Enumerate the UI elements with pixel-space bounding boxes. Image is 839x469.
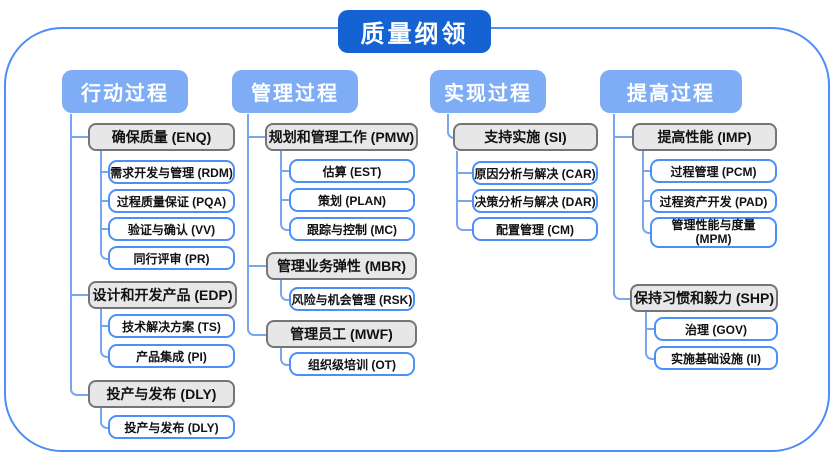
leaf-node-car: 原因分析与解决 (CAR) [472,161,598,185]
connector-line [70,294,88,296]
connector-line [280,170,289,172]
leaf-node-mpm: 管理性能与度量 (MPM) [650,217,777,248]
connector-line [645,312,656,360]
connector-line [280,348,291,366]
parent-node-mwf: 管理员工 (MWF) [266,320,417,348]
leaf-node-pi: 产品集成 (PI) [108,344,235,368]
connector-line [280,199,289,201]
connector-line [100,325,108,327]
leaf-node-ts: 技术解决方案 (TS) [108,314,235,338]
leaf-node-pcm: 过程管理 (PCM) [650,159,777,183]
parent-node-imp: 提高性能 (IMP) [632,123,777,151]
root-node-title: 质量纲领 [338,10,491,53]
connector-line [456,172,472,174]
column-header-improvement-process: 提高过程 [600,70,742,113]
connector-line [447,114,455,139]
column-header-action-process: 行动过程 [62,70,188,113]
parent-node-dly: 投产与发布 (DLY) [88,380,235,408]
leaf-node-rdm: 需求开发与管理 (RDM) [108,160,235,184]
connector-line [613,114,632,300]
leaf-node-vv: 验证与确认 (VV) [108,217,235,241]
connector-line [100,200,108,202]
connector-line [70,136,88,138]
connector-line [100,408,110,429]
leaf-node-pad: 过程资产开发 (PAD) [650,189,777,213]
connector-line [645,328,654,330]
connector-line [100,309,110,358]
connector-line [642,170,650,172]
leaf-node-gov: 治理 (GOV) [654,317,778,341]
leaf-node-pr: 同行评审 (PR) [108,246,235,270]
parent-node-shp: 保持习惯和毅力 (SHP) [630,284,778,312]
connector-line [100,151,110,260]
connector-line [247,265,266,267]
connector-line [247,136,266,138]
connector-line [70,114,90,396]
connector-line [613,136,632,138]
leaf-node-est: 估算 (EST) [289,159,415,183]
connector-line [456,151,474,231]
connector-line [247,114,268,336]
parent-node-si: 支持实施 (SI) [453,123,598,151]
connector-line [642,200,650,202]
connector-line [100,228,108,230]
parent-node-pmw: 规划和管理工作 (PMW) [265,123,418,151]
connector-line [280,151,291,231]
leaf-node-dar: 决策分析与解决 (DAR) [472,189,598,213]
connector-line [642,151,652,234]
parent-node-enq: 确保质量 (ENQ) [88,123,235,151]
leaf-node-ii: 实施基础设施 (II) [654,346,778,370]
leaf-node-rsk: 风险与机会管理 (RSK) [289,287,415,311]
leaf-node-plan: 策划 (PLAN) [289,188,415,212]
leaf-node-mc: 跟踪与控制 (MC) [289,217,415,241]
leaf-node-ot: 组织级培训 (OT) [289,352,415,376]
connector-line [456,200,472,202]
leaf-node-cm: 配置管理 (CM) [472,217,598,241]
parent-node-mbr: 管理业务弹性 (MBR) [266,252,417,280]
leaf-node-dly: 投产与发布 (DLY) [108,415,235,439]
leaf-node-pqa: 过程质量保证 (PQA) [108,189,235,213]
column-header-management-process: 管理过程 [232,70,358,113]
parent-node-edp: 设计和开发产品 (EDP) [88,281,237,309]
connector-line [100,171,108,173]
connector-line [280,280,291,301]
column-header-realization-process: 实现过程 [430,70,546,113]
